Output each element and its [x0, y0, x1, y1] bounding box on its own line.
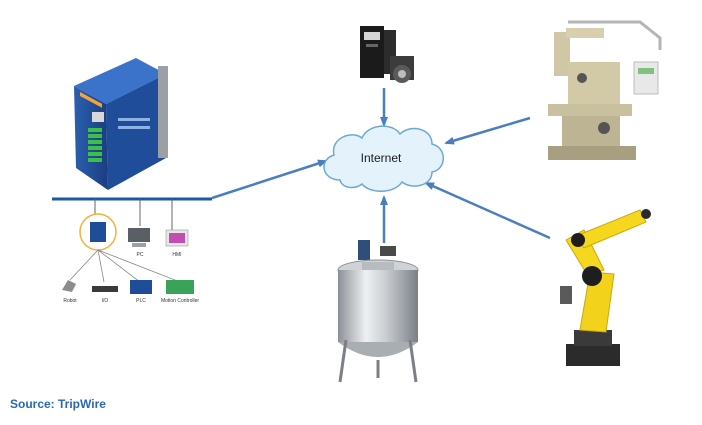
- industrial-gateway: [74, 58, 168, 190]
- robot-label: Robot: [63, 298, 77, 304]
- milling-machine: [548, 20, 662, 160]
- plc-icon: PLC: [130, 280, 152, 304]
- motion-controller-label: Motion Controller: [161, 298, 199, 304]
- mixing-tank: [337, 240, 419, 383]
- connection-arrows: [211, 88, 551, 243]
- arrow-mill-to-internet: [444, 116, 531, 145]
- servo-drive-motor: [360, 26, 414, 83]
- pc-icon: PC: [128, 228, 150, 258]
- internet-label: Internet: [361, 151, 402, 165]
- arrow-network-to-internet: [211, 159, 328, 200]
- network-devices: PC HMI Robot I/O PLC Motion Controller: [62, 213, 199, 304]
- pc-label: PC: [137, 252, 144, 258]
- plc-label: PLC: [136, 298, 146, 304]
- internet-cloud: Internet: [323, 125, 444, 192]
- robot-icon: Robot: [62, 280, 77, 304]
- robot-arm: [560, 209, 651, 366]
- source-caption: Source: TripWire: [10, 397, 106, 411]
- io-label: I/O: [102, 298, 109, 304]
- arrow-robot-to-internet: [424, 181, 551, 240]
- motion-controller-icon: Motion Controller: [161, 280, 199, 304]
- io-icon: I/O: [92, 286, 118, 304]
- hmi-icon: HMI: [165, 229, 189, 258]
- hmi-label: HMI: [172, 252, 181, 258]
